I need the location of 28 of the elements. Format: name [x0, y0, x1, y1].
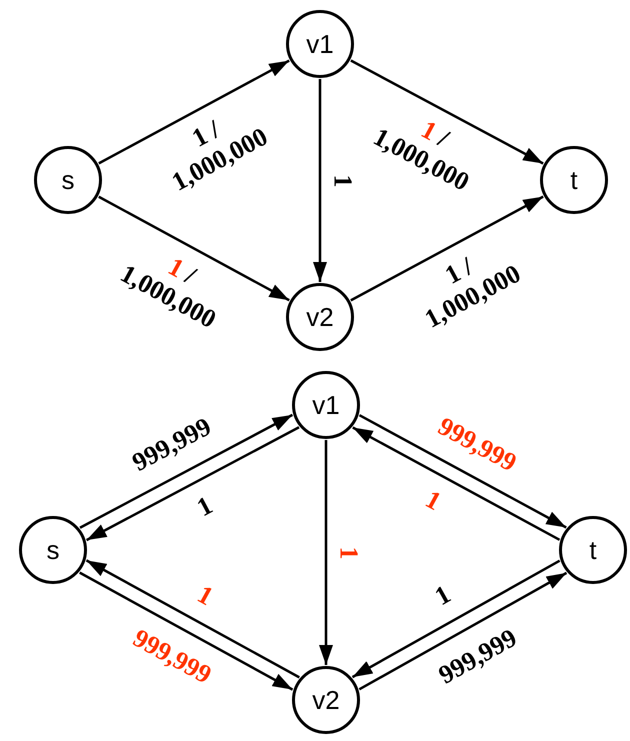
vertex-label: v2 [306, 304, 334, 330]
arrow [79, 572, 294, 691]
edge-label: 1 [328, 174, 356, 187]
vertex-label: s [46, 537, 60, 563]
edge-label: 1 [334, 546, 362, 559]
arrow [98, 196, 290, 302]
arrow [358, 414, 567, 529]
edge-label: 1 [430, 580, 456, 612]
arrow [86, 426, 300, 542]
arrow [319, 440, 333, 665]
arrow [79, 414, 294, 529]
edge-label: 1 [192, 490, 218, 522]
vertex-label: v2 [312, 687, 340, 713]
vertex-label: t [570, 167, 578, 193]
vertex-label: v1 [306, 31, 334, 57]
arrow [358, 572, 568, 690]
vertex-label: t [589, 537, 597, 563]
arrow [350, 59, 544, 165]
vertex-label: v1 [312, 392, 340, 418]
arrow [98, 60, 290, 164]
arrow [313, 79, 327, 282]
edge-label: 1 [420, 485, 446, 517]
arrow [352, 426, 560, 541]
vertex-label: s [62, 167, 74, 193]
arrow [352, 560, 560, 678]
edge-label: 1 [192, 580, 218, 612]
arrow [86, 559, 300, 678]
arrow [350, 196, 544, 302]
